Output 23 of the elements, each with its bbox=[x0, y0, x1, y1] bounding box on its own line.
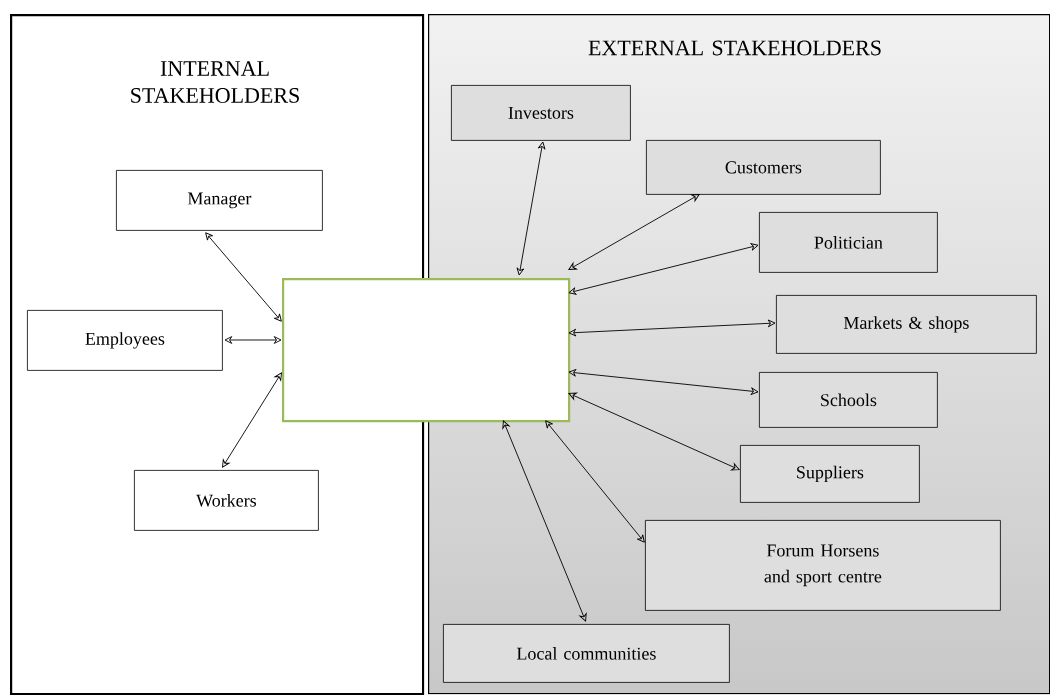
double-arrow bbox=[568, 243, 759, 295]
stakeholder-box: Suppliers bbox=[740, 445, 920, 503]
double-arrow bbox=[502, 420, 587, 622]
double-arrow bbox=[222, 372, 282, 468]
organisation-box bbox=[282, 278, 571, 423]
double-arrow bbox=[568, 319, 776, 337]
stakeholder-box: Markets & shops bbox=[776, 295, 1037, 354]
double-arrow bbox=[516, 141, 546, 276]
double-arrow bbox=[545, 420, 645, 543]
stakeholder-box: Customers bbox=[646, 140, 881, 195]
stakeholder-box: Manager bbox=[116, 170, 323, 231]
stakeholder-box: Investors bbox=[451, 85, 631, 141]
stakeholder-box: Employees bbox=[27, 310, 223, 371]
double-arrow bbox=[568, 368, 759, 395]
double-arrow bbox=[568, 392, 740, 471]
stakeholder-box: Local communities bbox=[443, 624, 730, 683]
stakeholder-box: Workers bbox=[134, 470, 319, 531]
stakeholder-box: Schools bbox=[759, 372, 938, 428]
double-arrow bbox=[205, 232, 282, 322]
double-arrow bbox=[224, 336, 282, 344]
stakeholder-box: Forum Horsens and sport centre bbox=[645, 520, 1001, 611]
double-arrow bbox=[568, 194, 700, 270]
stakeholder-box: Politician bbox=[759, 212, 938, 273]
